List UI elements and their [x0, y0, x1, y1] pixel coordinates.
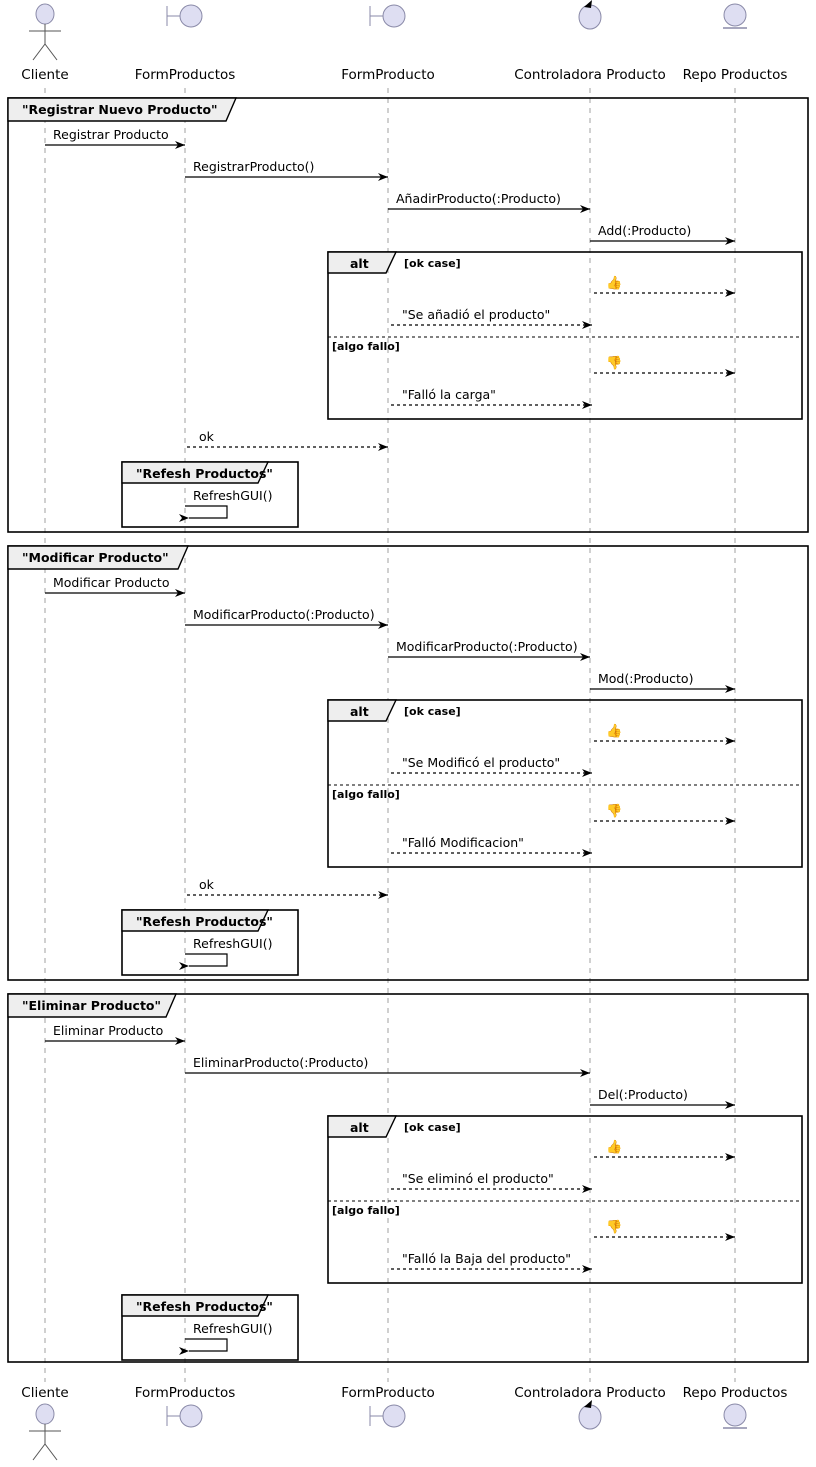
participants-layer: [29, 0, 747, 1461]
alt-modificar-header: [327, 699, 398, 722]
actor-leg-left: [32, 43, 46, 61]
nested-registrar-header: [121, 461, 270, 484]
messages-layer: [45, 141, 735, 1355]
entity-circle-icon: [723, 3, 747, 27]
alt-registrar-frame: [327, 251, 803, 420]
nested-eliminar-header: [121, 1294, 270, 1317]
boundary-circle-icon: [179, 4, 203, 28]
control-arrow-icon: [584, 0, 592, 8]
boundary-circle-icon: [179, 1404, 203, 1428]
actor-leg-right: [44, 43, 58, 61]
group-registrar-header: [7, 97, 238, 122]
alt-registrar-header: [327, 251, 398, 274]
group-modificar-frame: [7, 545, 809, 981]
nested-modificar-header: [121, 909, 270, 932]
control-circle-icon: [578, 4, 602, 30]
actor-leg-left: [32, 1443, 46, 1461]
control-arrow-icon: [584, 1400, 592, 1408]
control-circle-icon: [578, 1404, 602, 1430]
self-message-registrar: [179, 505, 228, 522]
entity-circle-icon: [723, 1403, 747, 1427]
actor-leg-right: [44, 1443, 58, 1461]
alt-eliminar-header: [327, 1115, 398, 1138]
boundary-circle-icon: [382, 1404, 406, 1428]
alt-eliminar-frame: [327, 1115, 803, 1284]
group-eliminar-header: [7, 993, 178, 1018]
lifelines-layer: [44, 88, 736, 1382]
fragments-layer: [7, 97, 809, 1363]
actor-head-icon: [35, 1403, 55, 1425]
alt-modificar-frame: [327, 699, 803, 868]
group-registrar-frame: [7, 97, 809, 533]
group-eliminar-frame: [7, 993, 809, 1363]
group-modificar-header: [7, 545, 190, 570]
actor-head-icon: [35, 3, 55, 25]
boundary-circle-icon: [382, 4, 406, 28]
self-message-eliminar: [179, 1338, 228, 1355]
self-message-modificar: [179, 953, 228, 970]
